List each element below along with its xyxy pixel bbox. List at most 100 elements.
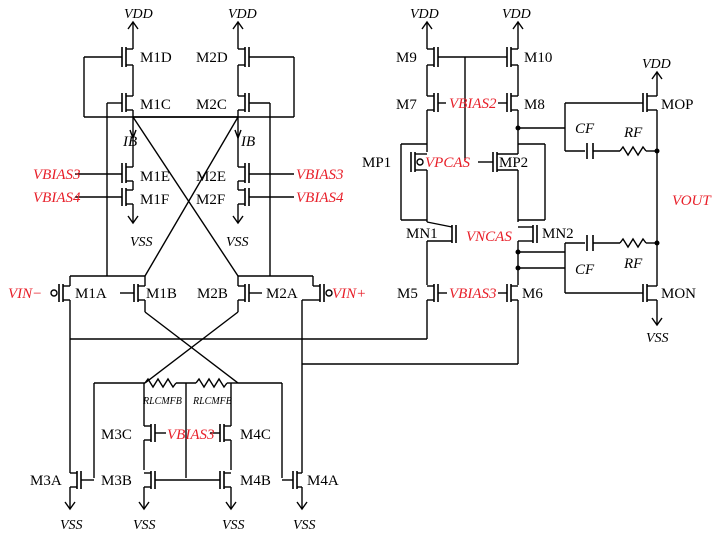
label-m1b: M1B [146,286,177,302]
pmos-m2a [301,276,333,470]
signal-vpcas: VPCAS [425,155,470,171]
label-rf: RF [623,256,643,272]
label-m3b: M3B [101,473,132,489]
signal-vbias3: VBIAS3 [296,167,343,183]
label-rlcmfb: RLCMFB [142,396,182,407]
label-m6: M6 [522,286,543,302]
nmos-m4c [210,383,232,470]
pmos-m1b [120,276,146,312]
pmos-m7 [426,93,446,144]
vdd-label: VDD [124,7,153,22]
label-m4b: M4B [240,473,271,489]
nmos-m3a [64,470,94,511]
label-m3a: M3A [30,473,62,489]
vss-label: VSS [226,235,249,250]
vss-label: VSS [646,331,669,346]
vdd-label: VDD [410,7,439,22]
label-mn1: MN1 [406,226,438,242]
vdd-arrow-left [127,20,244,44]
label-m4a: M4A [307,473,339,489]
signal-vin-plus: VIN+ [332,286,366,302]
nmos-m5 [427,284,447,302]
nmos-m2e [238,163,294,183]
label-m2c: M2C [196,97,227,113]
current-arrow-icon [234,129,242,140]
pmos-m9 [426,44,500,96]
vdd-label: VDD [642,57,671,72]
label-m9: M9 [396,50,417,66]
label-m8: M8 [524,97,545,113]
label-m3c: M3C [101,427,132,443]
label-mn2: MN2 [542,226,574,242]
nmos-m6 [498,284,518,302]
pmos-m8 [498,93,519,144]
label-m2a: M2A [266,286,298,302]
label-mp2: MP2 [499,155,528,171]
label-m1d: M1D [140,50,172,66]
label-m2d: M2D [196,50,228,66]
pmos-m2b [237,276,262,312]
label-m4c: M4C [240,427,271,443]
signal-vout: VOUT [672,193,712,209]
pmos-m1d [84,44,134,96]
label-m1f: M1F [140,192,169,208]
label-rlcmfb: RLCMFB [192,396,232,407]
label-ib: IB [240,134,255,150]
label-m1c: M1C [140,97,171,113]
vss-label: VSS [130,235,153,250]
pmos-m1c [107,93,133,112]
pmos-m1a [50,276,71,470]
current-arrow-icon [129,129,137,140]
label-mon: MON [661,286,696,302]
pmos-m10 [500,44,519,96]
label-m2e: M2E [196,169,226,185]
signal-vbias2: VBIAS2 [449,96,497,112]
vss-label: VSS [293,518,316,533]
label-m2f: M2F [196,192,225,208]
label-rf: RF [623,125,643,141]
label-ib: IB [122,134,137,150]
signal-vbias3: VBIAS3 [167,427,214,443]
nmos-m4b [219,471,237,511]
vdd-label: VDD [502,7,531,22]
resistor-rf [619,145,647,157]
vdd-label: VDD [228,7,257,22]
vss-label: VSS [222,518,245,533]
label-m7: M7 [396,97,417,113]
nmos-m1f [75,181,139,225]
signal-vbias3: VBIAS3 [449,286,496,302]
nmos-m3b [138,471,220,511]
signal-vbias4: VBIAS4 [33,190,81,206]
resistor-rlcmfb [144,377,177,389]
label-m1e: M1E [140,169,170,185]
nmos-m4a [282,470,308,511]
pmos-m2d [237,44,294,96]
nmos-m3c [143,383,166,470]
label-m10: M10 [524,50,552,66]
label-m1a: M1A [75,286,107,302]
signal-vncas: VNCAS [466,229,512,245]
label-m5: M5 [397,286,418,302]
pmos-m2c [238,93,270,112]
resistor-rf [619,237,647,249]
label-mp1: MP1 [362,155,391,171]
label-mop: MOP [661,97,694,113]
vss-label: VSS [133,518,156,533]
pmos-mp1 [410,152,428,222]
label-cf: CF [575,121,595,137]
vss-label: VSS [60,518,83,533]
label-cf: CF [575,262,595,278]
nmos-m1e [75,163,133,183]
resistor-rlcmfb [195,377,228,389]
signal-vbias3: VBIAS3 [33,167,80,183]
signal-vin-minus: VIN− [8,286,42,302]
pmos-mp2 [478,144,519,222]
nmos-mn2 [517,225,538,285]
nmos-mn1 [426,221,457,285]
label-m2b: M2B [197,286,228,302]
signal-vbias4: VBIAS4 [296,190,344,206]
nmos-mon [640,284,663,327]
nmos-m2f [232,181,294,225]
